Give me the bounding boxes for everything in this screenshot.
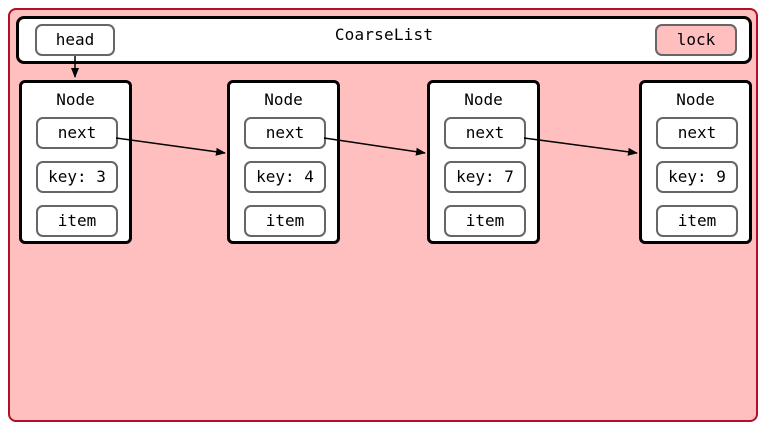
item-field: item [244,205,326,237]
lock-field: lock [655,24,737,56]
next-field: next [36,117,118,149]
coarse-list-container [8,8,758,422]
list-title: CoarseList [334,25,434,44]
node-label: Node [676,90,715,109]
node-4: Node next key: 9 item [639,80,752,244]
next-field: next [444,117,526,149]
key-field: key: 9 [656,161,738,193]
item-field: item [444,205,526,237]
node-3: Node next key: 7 item [427,80,540,244]
node-2: Node next key: 4 item [227,80,340,244]
key-field: key: 4 [244,161,326,193]
node-1: Node next key: 3 item [19,80,132,244]
coarse-list-header: CoarseList [16,16,752,64]
next-field: next [656,117,738,149]
item-field: item [656,205,738,237]
node-label: Node [264,90,303,109]
key-field: key: 7 [444,161,526,193]
node-label: Node [464,90,503,109]
item-field: item [36,205,118,237]
node-label: Node [56,90,95,109]
key-field: key: 3 [36,161,118,193]
head-field: head [35,24,115,56]
next-field: next [244,117,326,149]
